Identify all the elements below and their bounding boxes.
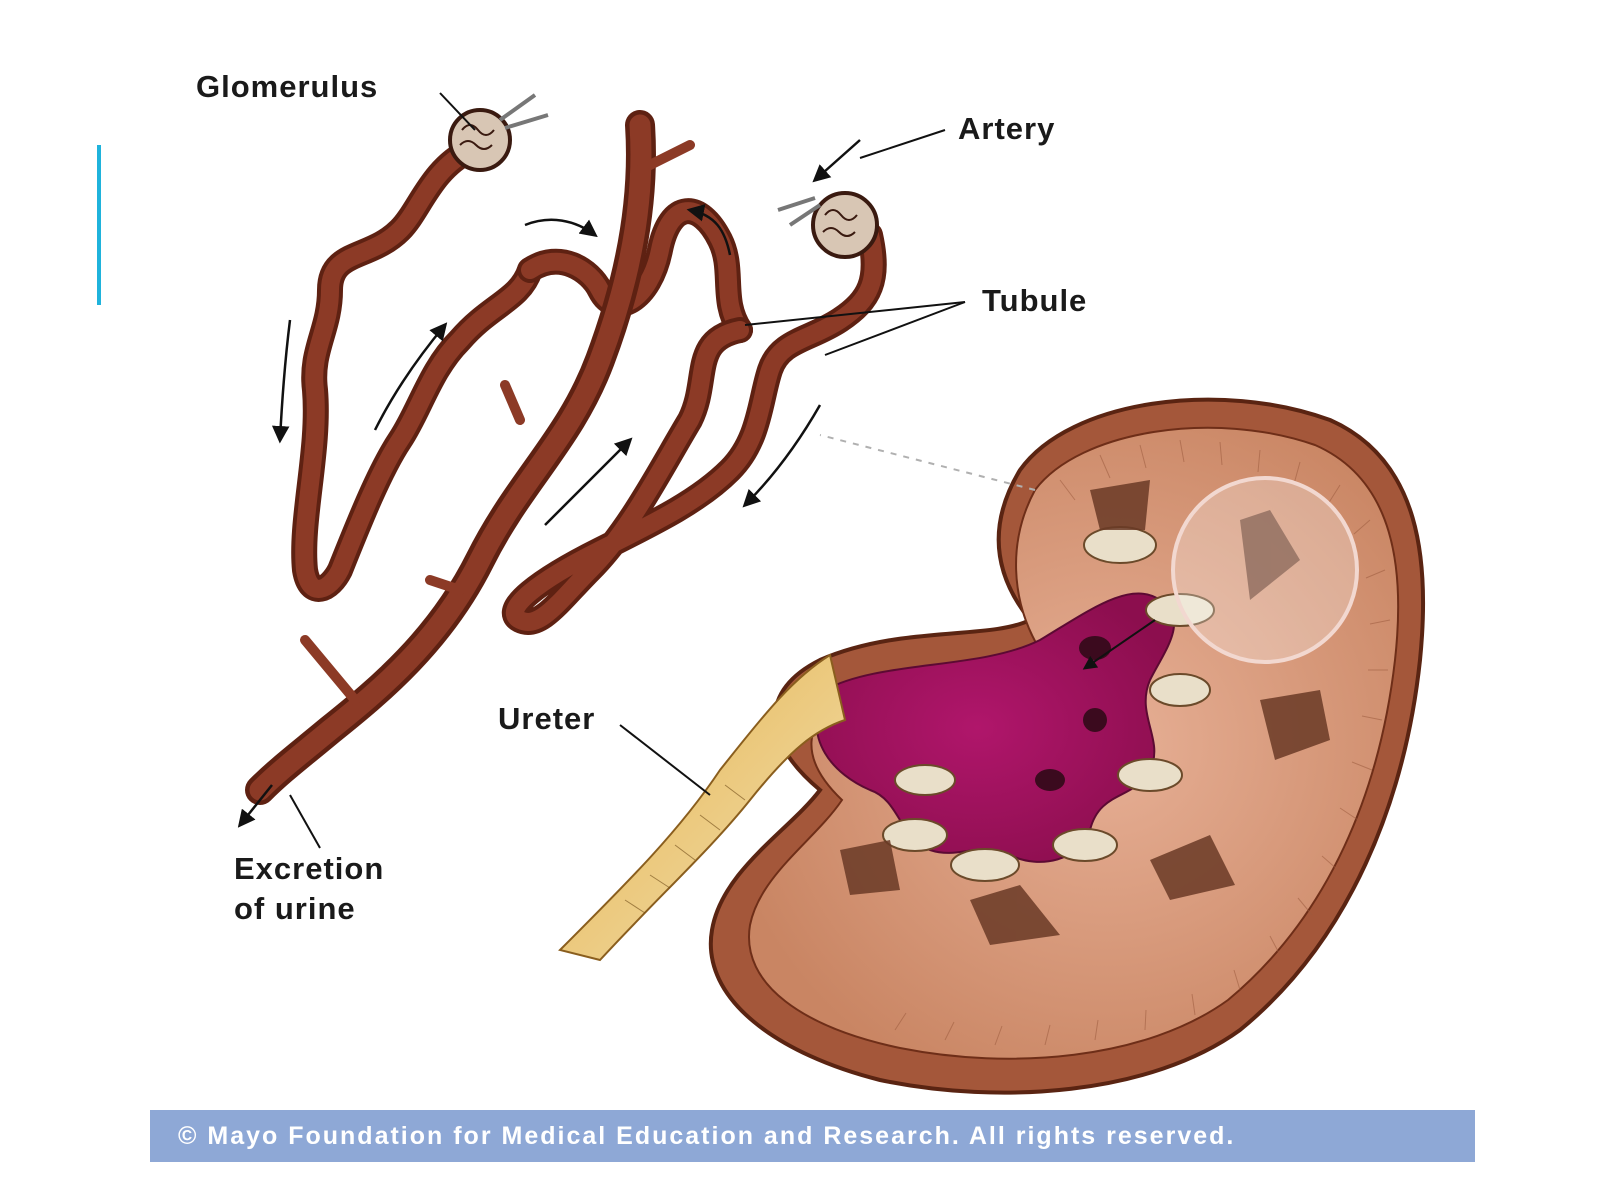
cortex-texture — [894, 439, 1391, 1046]
copyright-band: © Mayo Foundation for Medical Education … — [150, 1110, 1475, 1162]
label-glomerulus: Glomerulus — [196, 69, 379, 104]
label-artery: Artery — [958, 111, 1056, 146]
nephron-tubules — [245, 110, 887, 805]
label-ureter: Ureter — [498, 701, 596, 736]
glomerulus-2 — [777, 191, 879, 259]
glomerulus-1 — [448, 93, 549, 172]
copyright-text: © Mayo Foundation for Medical Education … — [178, 1121, 1236, 1150]
flow-arrows — [237, 139, 861, 828]
label-tubule: Tubule — [982, 283, 1088, 318]
magnification-connector — [819, 434, 1036, 491]
leader-lines — [289, 92, 966, 849]
label-excretion-line1: Excretion — [234, 851, 385, 886]
label-excretion-line2: of urine — [234, 891, 356, 926]
ureter — [558, 653, 847, 962]
flow-arrow-pelvis — [1082, 619, 1156, 670]
pelvis-openings — [1035, 636, 1111, 791]
magnification-circle — [1171, 476, 1359, 664]
kidney — [708, 397, 1426, 1095]
medullary-pyramids — [840, 480, 1330, 945]
accent-bar — [97, 145, 101, 305]
